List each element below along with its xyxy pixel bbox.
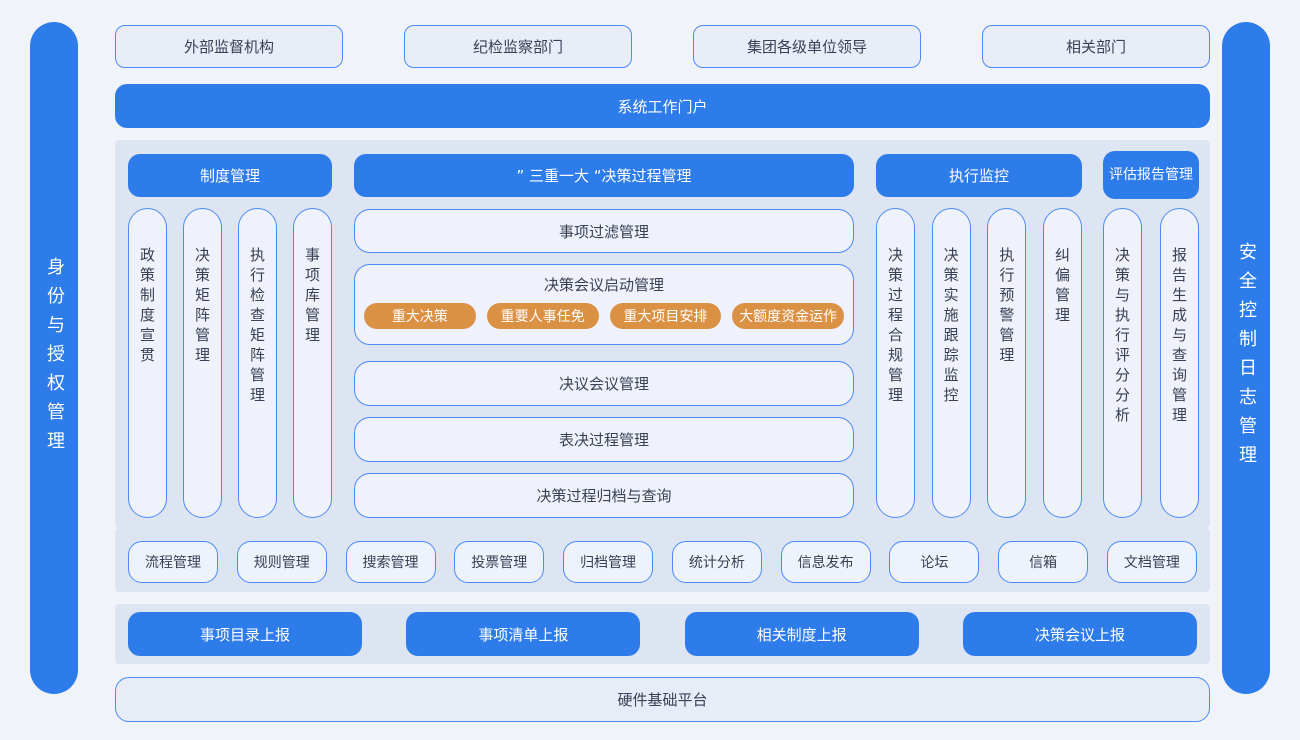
warning-mgmt-pill: 执行预警管理 — [987, 208, 1027, 518]
hardware-platform-bar: 硬件基础平台 — [115, 677, 1210, 722]
policy-promotion-pill: 政策制度宣贯 — [128, 208, 167, 518]
exec-monitor-pills: 决策过程合规管理 决策实施跟踪监控 执行预警管理 纠偏管理 — [876, 208, 1082, 518]
meeting-launch-box: 决策会议启动管理 重大决策 重要人事任免 重大项目安排 大额度资金运作 — [354, 264, 854, 345]
main-modules-band: 制度管理 政策制度宣贯 决策矩阵管理 执行检查矩阵管理 事项库管理 ” 三重一大… — [115, 140, 1210, 528]
identity-auth-rail: 身份与授权管理 — [30, 22, 78, 694]
mailbox-box: 信箱 — [998, 541, 1089, 583]
decision-process-header: ” 三重一大 “决策过程管理 — [354, 154, 854, 197]
archive-query-row: 决策过程归档与查询 — [354, 473, 854, 518]
statistics-box: 统计分析 — [671, 541, 762, 583]
report-band: 事项目录上报 事项清单上报 相关制度上报 决策会议上报 — [115, 604, 1210, 664]
related-depts-box: 相关部门 — [982, 25, 1210, 68]
security-log-rail-label: 安全控制日志管理 — [1236, 242, 1257, 474]
rule-mgmt-box: 规则管理 — [236, 541, 327, 583]
tools-band: 流程管理 规则管理 搜索管理 投票管理 归档管理 统计分析 信息发布 论坛 信箱… — [115, 528, 1210, 592]
eval-report-section: 评估报告管理 决策与执行评分分析 报告生成与查询管理 — [1103, 151, 1199, 518]
exec-check-matrix-pill: 执行检查矩阵管理 — [238, 208, 277, 518]
vote-mgmt-box: 投票管理 — [454, 541, 545, 583]
group-leaders-box: 集团各级单位领导 — [693, 25, 921, 68]
personnel-appointment-badge: 重要人事任免 — [486, 303, 599, 329]
identity-auth-rail-label: 身份与授权管理 — [44, 256, 65, 460]
item-library-pill: 事项库管理 — [293, 208, 332, 518]
exec-monitor-header: 执行监控 — [876, 154, 1082, 197]
document-mgmt-box: 文档管理 — [1106, 541, 1197, 583]
item-filter-row: 事项过滤管理 — [354, 209, 854, 253]
workflow-mgmt-box: 流程管理 — [128, 541, 218, 583]
system-mgmt-header: 制度管理 — [128, 154, 332, 197]
eval-report-pills: 决策与执行评分分析 报告生成与查询管理 — [1103, 208, 1199, 518]
external-supervision-box: 外部监督机构 — [115, 25, 343, 68]
decision-meeting-report-btn: 决策会议上报 — [962, 612, 1197, 656]
security-log-rail: 安全控制日志管理 — [1222, 22, 1270, 694]
decision-process-section: ” 三重一大 “决策过程管理 事项过滤管理 决策会议启动管理 重大决策 重要人事… — [354, 154, 854, 518]
eval-report-header: 评估报告管理 — [1103, 151, 1199, 199]
large-funds-badge: 大额度资金运作 — [732, 303, 844, 329]
meeting-launch-title: 决策会议启动管理 — [543, 276, 664, 294]
resolution-meeting-row: 决议会议管理 — [354, 361, 854, 406]
item-list-report-btn: 事项清单上报 — [406, 612, 641, 656]
decision-matrix-pill: 决策矩阵管理 — [183, 208, 222, 518]
system-mgmt-pills: 政策制度宣贯 决策矩阵管理 执行检查矩阵管理 事项库管理 — [128, 208, 332, 518]
report-generation-pill: 报告生成与查询管理 — [1160, 208, 1199, 518]
compliance-mgmt-pill: 决策过程合规管理 — [876, 208, 915, 518]
discipline-inspection-box: 纪检监察部门 — [404, 25, 632, 68]
score-analysis-pill: 决策与执行评分分析 — [1103, 208, 1142, 518]
forum-box: 论坛 — [889, 541, 980, 583]
related-system-report-btn: 相关制度上报 — [684, 612, 919, 656]
external-org-row: 外部监督机构 纪检监察部门 集团各级单位领导 相关部门 — [115, 25, 1210, 68]
item-catalog-report-btn: 事项目录上报 — [128, 612, 362, 656]
major-project-badge: 重大项目安排 — [609, 303, 722, 329]
search-mgmt-box: 搜索管理 — [345, 541, 436, 583]
info-publish-box: 信息发布 — [780, 541, 871, 583]
system-mgmt-section: 制度管理 政策制度宣贯 决策矩阵管理 执行检查矩阵管理 事项库管理 — [128, 154, 332, 518]
correction-mgmt-pill: 纠偏管理 — [1042, 208, 1082, 518]
major-decision-badge: 重大决策 — [364, 303, 476, 329]
launch-badge-row: 重大决策 重要人事任免 重大项目安排 大额度资金运作 — [364, 303, 844, 329]
implementation-tracking-pill: 决策实施跟踪监控 — [931, 208, 971, 518]
voting-process-row: 表决过程管理 — [354, 417, 854, 462]
exec-monitor-section: 执行监控 决策过程合规管理 决策实施跟踪监控 执行预警管理 纠偏管理 — [876, 154, 1082, 518]
archive-mgmt-box: 归档管理 — [563, 541, 654, 583]
system-portal-bar: 系统工作门户 — [115, 84, 1210, 128]
